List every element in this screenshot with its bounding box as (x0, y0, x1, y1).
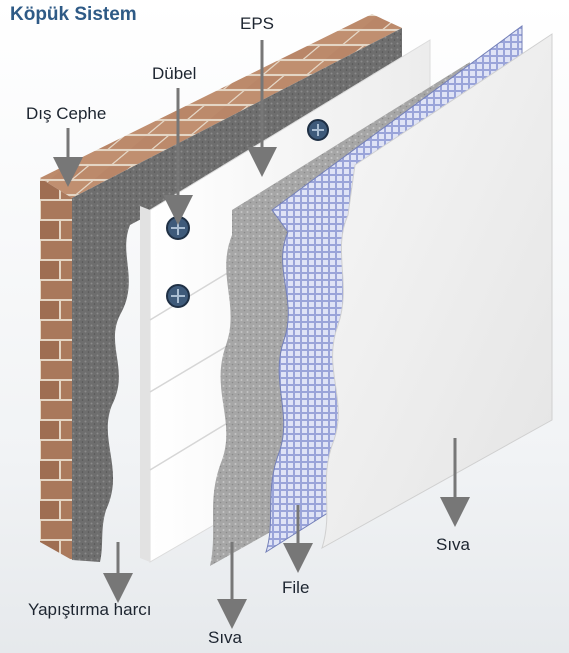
dowel-icon (166, 216, 190, 240)
label-dis-cephe: Dış Cephe (26, 104, 107, 123)
finish-plaster-layer (321, 33, 553, 550)
dowel-icon (166, 284, 190, 308)
label-dubel: Dübel (152, 64, 197, 83)
brick-wall (40, 14, 402, 560)
arrows (53, 40, 470, 629)
label-yapistirma-harci: Yapıştırma harcı (28, 600, 152, 619)
label-siva-finish: Sıva (436, 535, 471, 554)
label-file: File (282, 578, 310, 597)
label-eps: EPS (240, 14, 275, 33)
label-siva-base: Sıva (208, 628, 243, 647)
brick-wall-top (40, 14, 402, 198)
adhesive-layer (72, 28, 402, 562)
diagram-title: Köpük Sistem (10, 4, 137, 25)
brick-wall-front (40, 178, 72, 560)
eps-board-edge (140, 206, 150, 562)
dowel-icon (307, 119, 329, 141)
